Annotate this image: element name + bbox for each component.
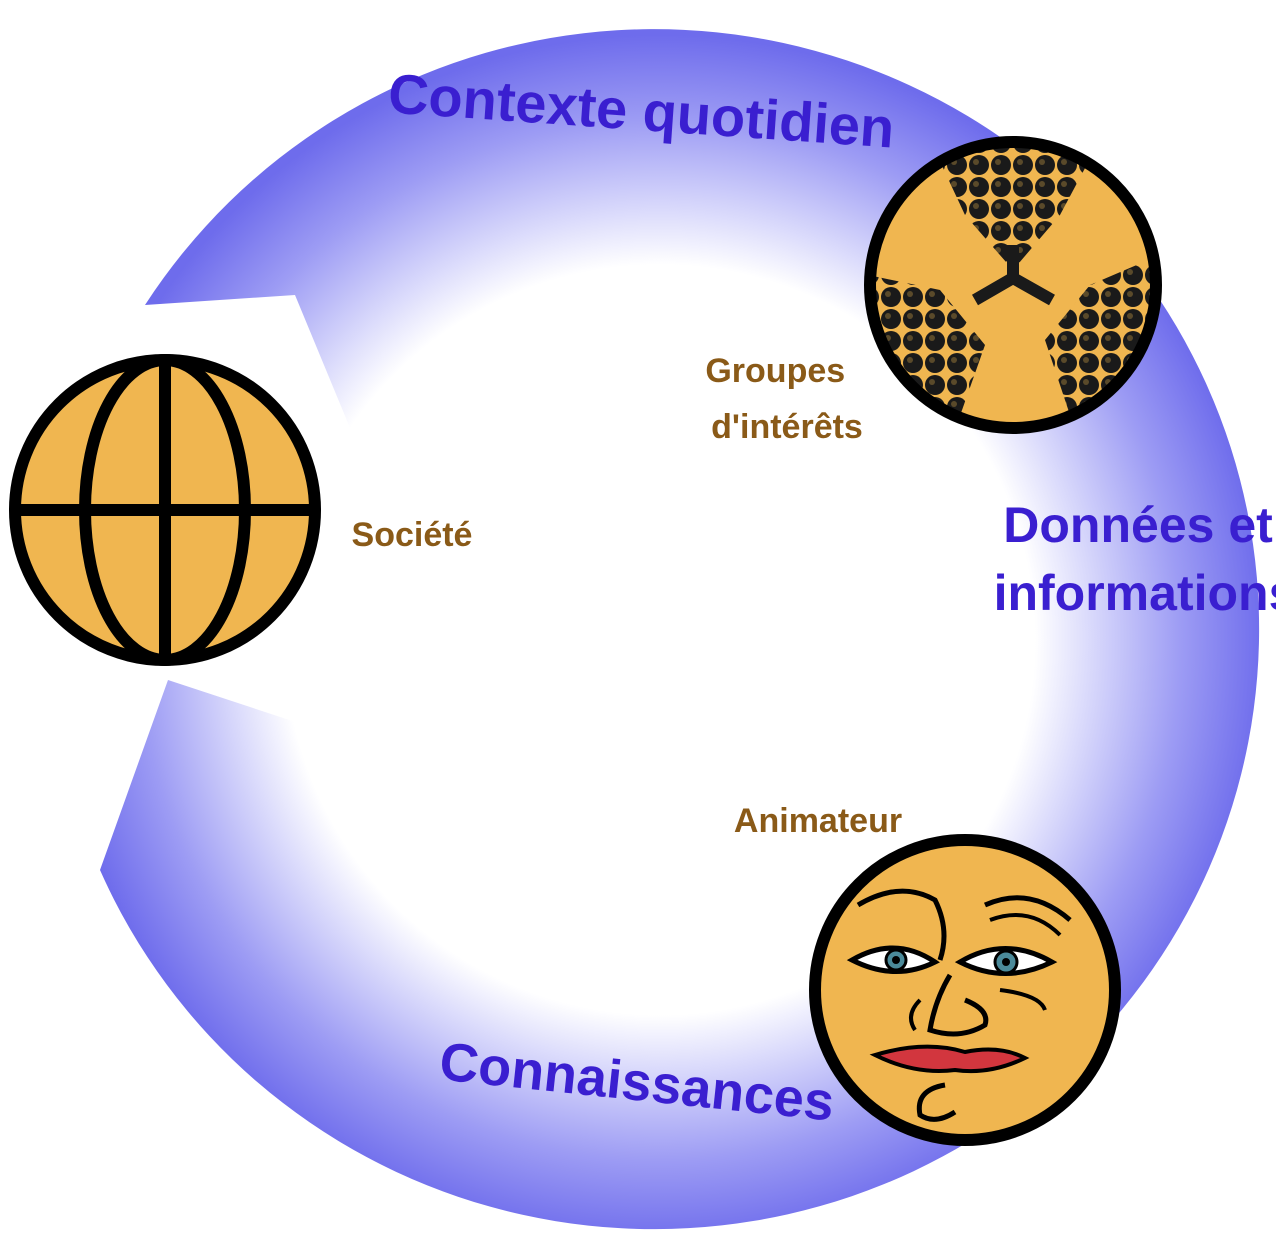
node-label-facilitator: Animateur	[734, 802, 902, 840]
molecule-clusters-icon	[864, 136, 1162, 434]
node-label-interest-groups-line1: Groupes	[705, 352, 845, 390]
cycle-label-right-line1: Données et	[1003, 497, 1273, 553]
node-label-society: Société	[352, 516, 473, 554]
cycle-label-right: Données et informations	[994, 497, 1276, 621]
node-label-interest-groups-line2: d'intérêts	[711, 408, 863, 446]
globe-icon	[9, 354, 321, 666]
face-icon	[809, 834, 1121, 1146]
node-label-interest-groups: Groupes d'intérêts	[705, 352, 862, 446]
cycle-label-right-line2: informations	[994, 565, 1276, 621]
